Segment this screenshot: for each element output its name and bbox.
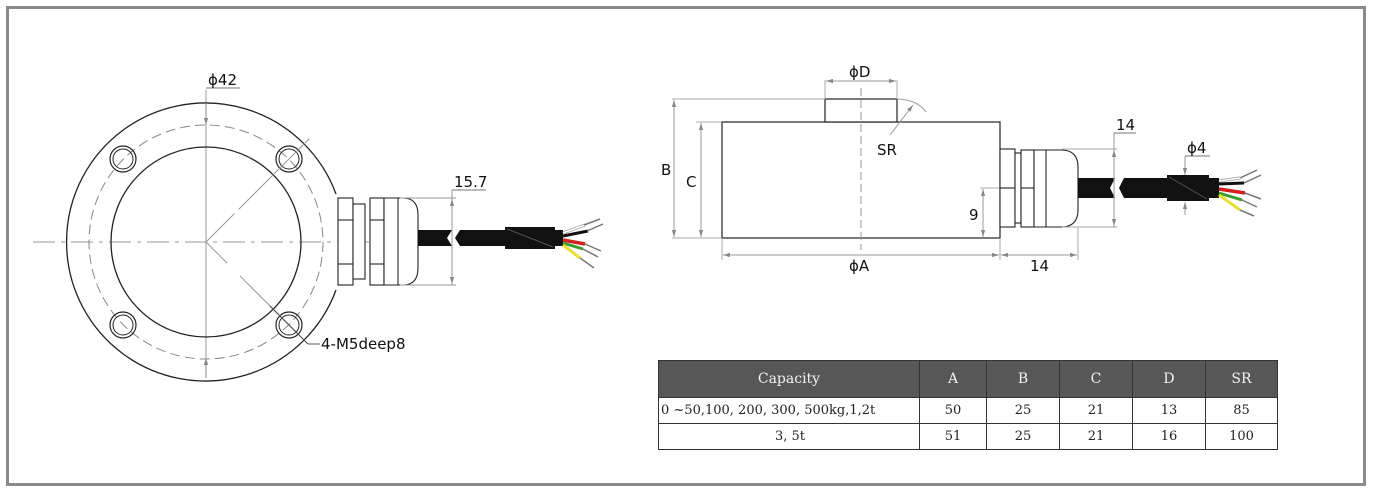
mounting-hole: [275, 311, 303, 339]
dim-c-label: C: [686, 173, 696, 191]
cell-sr: 100: [1205, 423, 1278, 450]
mounting-hole: [275, 145, 303, 173]
cell-a: 50: [919, 397, 987, 424]
table-header-row: Capacity A B C D SR: [658, 360, 1278, 398]
cell-c: 21: [1059, 423, 1133, 450]
sr-label: SR: [877, 141, 897, 159]
gland-height-label: 14: [1116, 116, 1135, 134]
cable-diameter-label: ϕ4: [1187, 139, 1206, 157]
cell-sr: 85: [1205, 397, 1278, 424]
cell-a: 51: [919, 423, 987, 450]
dim-a-label: ϕA: [849, 257, 870, 275]
dim-b-label: B: [661, 161, 671, 179]
dim-d-label: ϕD: [849, 63, 870, 81]
mounting-hole-inner: [278, 148, 300, 170]
header-capacity: Capacity: [658, 360, 920, 398]
mounting-holes: [109, 145, 303, 339]
mounting-hole-inner: [112, 314, 134, 336]
cell-capacity: 0 ~50,100, 200, 300, 500kg,1,2t: [658, 397, 920, 424]
header-sr: SR: [1205, 360, 1278, 398]
inner-boss-circle: [110, 146, 302, 338]
mounting-hole-inner: [278, 314, 300, 336]
front-view: 4-M5deep8 ϕ42: [33, 71, 604, 382]
spec-table: Capacity A B C D SR 0 ~50,100, 200, 300,…: [658, 360, 1278, 450]
cell-b: 25: [986, 423, 1060, 450]
cable-gland: [337, 197, 419, 286]
drawing-frame: [6, 6, 1366, 486]
cell-b: 25: [986, 397, 1060, 424]
sr-leader: [889, 104, 914, 136]
header-c: C: [1059, 360, 1133, 398]
gland-length-label: 14: [1030, 257, 1049, 275]
hole-leader: [269, 305, 309, 345]
dim-9-label: 9: [969, 206, 979, 224]
outer-flange-circle: [65, 102, 337, 382]
cable-height-label: 15.7: [454, 173, 487, 191]
side-cable-gland: [999, 148, 1079, 228]
side-cable: [1078, 169, 1262, 217]
header-d: D: [1132, 360, 1206, 398]
cell-d: 16: [1132, 423, 1206, 450]
mounting-hole: [109, 145, 137, 173]
table-row: 3, 5t 51 25 21 16 100: [658, 423, 1278, 450]
sr-arc: [896, 98, 927, 113]
cable: [418, 218, 604, 269]
cell-capacity: 3, 5t: [658, 423, 920, 450]
diameter-42-label: ϕ42: [208, 71, 237, 89]
table-row: 0 ~50,100, 200, 300, 500kg,1,2t 50 25 21…: [658, 397, 1278, 424]
cell-d: 13: [1132, 397, 1206, 424]
header-b: B: [986, 360, 1060, 398]
side-view: SR ϕD B C ϕA 9: [661, 63, 1262, 275]
header-a: A: [919, 360, 987, 398]
cell-c: 21: [1059, 397, 1133, 424]
hole-callout-text: 4-M5deep8: [321, 335, 406, 353]
mounting-hole: [109, 311, 137, 339]
loading-button: [824, 98, 898, 123]
diagonal-centerline: [205, 134, 314, 243]
mounting-hole-inner: [112, 148, 134, 170]
